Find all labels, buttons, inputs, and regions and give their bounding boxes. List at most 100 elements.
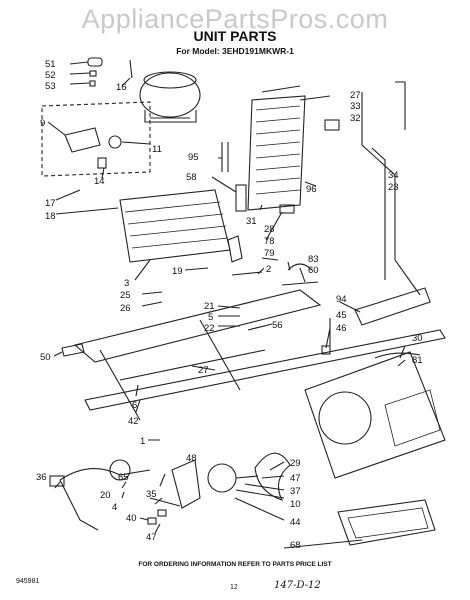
ordering-note: FOR ORDERING INFORMATION REFER TO PARTS … bbox=[138, 561, 332, 568]
callout-96: 96 bbox=[306, 184, 317, 195]
diagram-artwork bbox=[41, 57, 446, 549]
handwritten-note: 147-D-12 bbox=[274, 580, 321, 591]
callout-18: 18 bbox=[45, 211, 56, 222]
callout-29: 29 bbox=[290, 458, 301, 469]
callout-46: 46 bbox=[336, 323, 347, 334]
part-79 bbox=[227, 235, 243, 263]
callout-58: 58 bbox=[186, 172, 197, 183]
callout-27-top: 27 bbox=[350, 90, 361, 101]
callout-48: 48 bbox=[186, 453, 197, 464]
callout-53: 53 bbox=[45, 81, 56, 92]
base-frame bbox=[73, 289, 322, 363]
fan-shroud bbox=[304, 351, 446, 479]
part-53 bbox=[89, 80, 96, 87]
callout-65: 65 bbox=[118, 472, 129, 483]
part-52 bbox=[89, 70, 97, 77]
relay-box-outline bbox=[41, 101, 151, 177]
callout-5: 5 bbox=[208, 312, 213, 323]
compressor-body bbox=[139, 72, 201, 118]
overload-11 bbox=[108, 135, 122, 149]
callout-52: 52 bbox=[45, 70, 56, 81]
callout-51: 51 bbox=[45, 59, 56, 70]
part-33 bbox=[395, 81, 406, 130]
callout-1: 1 bbox=[140, 436, 145, 447]
compressor-top bbox=[143, 71, 197, 89]
callout-37: 37 bbox=[290, 486, 301, 497]
callout-22: 22 bbox=[204, 323, 215, 334]
part-58 bbox=[235, 184, 247, 212]
callout-19: 19 bbox=[172, 266, 183, 277]
callout-79: 79 bbox=[264, 248, 275, 259]
coil-3 bbox=[119, 189, 231, 263]
callout-31: 31 bbox=[246, 216, 257, 227]
callout-94: 94 bbox=[336, 294, 347, 305]
callout-25: 25 bbox=[120, 290, 131, 301]
document-number: 945981 bbox=[16, 578, 40, 585]
cord-coil bbox=[109, 459, 131, 481]
callout-28: 28 bbox=[264, 224, 275, 235]
callout-42: 42 bbox=[128, 416, 139, 427]
callout-26: 26 bbox=[120, 303, 131, 314]
wire-30 bbox=[374, 352, 421, 359]
callout-60: 60 bbox=[308, 265, 319, 276]
callout-11: 11 bbox=[152, 144, 162, 155]
drain-pan-68 bbox=[337, 499, 436, 546]
page-title: UNIT PARTS bbox=[193, 28, 277, 44]
tube-34 bbox=[361, 92, 421, 296]
part-60 bbox=[281, 281, 319, 286]
callout-44: 44 bbox=[290, 517, 301, 528]
frame-rail-42 bbox=[84, 329, 446, 411]
part-14 bbox=[97, 157, 107, 169]
bracket-48 bbox=[171, 459, 201, 509]
part-2 bbox=[231, 271, 263, 276]
callout-83: 83 bbox=[308, 254, 319, 265]
callout-45: 45 bbox=[336, 310, 347, 321]
shroud-opening bbox=[318, 391, 372, 445]
callout-81: 81 bbox=[412, 355, 423, 366]
callout-labels: 51 52 53 16 9 11 14 17 18 27 33 32 34 23… bbox=[36, 59, 423, 551]
watermark: AppliancePartsPros.com bbox=[81, 4, 389, 34]
callout-56: 56 bbox=[272, 320, 283, 331]
part-32 bbox=[324, 119, 340, 131]
callout-17: 17 bbox=[45, 198, 56, 209]
part-40 bbox=[147, 517, 157, 525]
page-number: 12 bbox=[230, 584, 238, 591]
callout-9: 9 bbox=[40, 118, 45, 129]
part-16 bbox=[129, 59, 133, 79]
callout-47-left: 47 bbox=[146, 532, 157, 543]
callout-2: 2 bbox=[266, 264, 271, 275]
callout-33: 33 bbox=[350, 101, 361, 112]
callout-21: 21 bbox=[204, 301, 215, 312]
callout-30: 30 bbox=[412, 333, 423, 344]
callout-20: 20 bbox=[100, 490, 111, 501]
callout-27-mid: 27 bbox=[198, 365, 209, 376]
callout-10: 10 bbox=[290, 499, 301, 510]
callout-40: 40 bbox=[126, 513, 137, 524]
condenser-frame bbox=[247, 95, 306, 211]
part-95 bbox=[221, 142, 229, 172]
callout-35: 35 bbox=[146, 489, 157, 500]
callout-47-right: 47 bbox=[290, 473, 301, 484]
part-50 bbox=[61, 343, 85, 357]
model-subtitle: For Model: 3EHD191MKWR-1 bbox=[176, 46, 294, 56]
callout-3: 3 bbox=[124, 278, 129, 289]
fan-blade-29 bbox=[254, 452, 291, 501]
callout-23: 23 bbox=[388, 182, 399, 193]
callout-50: 50 bbox=[40, 352, 51, 363]
callout-34: 34 bbox=[388, 170, 399, 181]
relay-9 bbox=[64, 127, 101, 153]
callout-78: 78 bbox=[264, 236, 275, 247]
part-94 bbox=[354, 287, 431, 326]
compressor-base bbox=[144, 110, 197, 123]
callout-16: 16 bbox=[116, 82, 127, 93]
callout-95: 95 bbox=[188, 152, 199, 163]
fan-motor-37 bbox=[207, 463, 237, 493]
part-28 bbox=[279, 204, 295, 214]
callout-68: 68 bbox=[290, 540, 301, 551]
callout-6: 6 bbox=[132, 400, 137, 411]
part-51 bbox=[87, 57, 103, 67]
callout-32: 32 bbox=[350, 113, 361, 124]
power-cord-36 bbox=[59, 468, 151, 481]
callout-36: 36 bbox=[36, 472, 47, 483]
